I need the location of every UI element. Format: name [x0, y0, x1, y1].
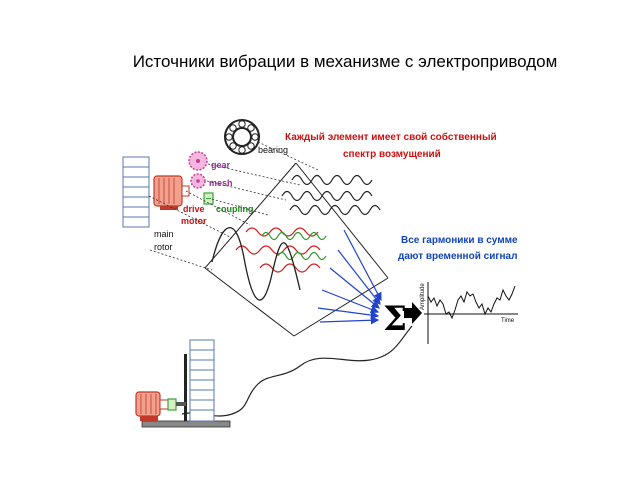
spectrum-note-line2: спектр возмущений: [343, 149, 441, 160]
time-signal-line: [427, 285, 516, 320]
sum-note-line2: дают временной сигнал: [398, 251, 517, 262]
sum-note-line1: Все гармоники в сумме: [401, 235, 518, 246]
bearing-wave-3: [289, 204, 381, 216]
slide-title: Источники вибрации в механизме с электро…: [132, 52, 558, 71]
motor-label: motor: [181, 216, 207, 226]
spectrum-plane: [204, 162, 389, 337]
bearing-icon: [224, 119, 260, 155]
main-rotor-icon: [122, 156, 150, 228]
mesh-label: mesh: [209, 178, 233, 188]
red-wave-2: [235, 245, 321, 255]
sensor-cable: [181, 325, 413, 417]
bearing-wave: [291, 174, 373, 186]
gear-icon: [188, 151, 208, 189]
sum-arrow-icon: [404, 302, 422, 324]
main-label: main: [154, 229, 174, 239]
bearing-label: bearing: [258, 145, 288, 155]
projection-lines: [148, 141, 319, 271]
green-wave-2: [277, 251, 327, 261]
rotor-wave: [211, 227, 301, 301]
amplitude-axis-label: Amplitude: [420, 283, 426, 310]
spectrum-note-line1: Каждый элемент имеет свой собственный: [285, 131, 497, 143]
time-signal-plot: Amplitude Time: [420, 282, 518, 344]
time-axis-label: Time: [501, 318, 515, 324]
rotor-label: rotor: [154, 242, 173, 252]
green-wave-1: [261, 231, 327, 241]
sum-symbol: Σ: [383, 299, 407, 339]
red-wave-3: [259, 263, 321, 273]
gear-label: gear: [211, 160, 231, 170]
spectrum-arrows: [317, 229, 382, 325]
coupling-icon: [203, 192, 214, 205]
mechanism-assembly: [135, 339, 231, 428]
bearing-wave-2: [281, 190, 373, 202]
drive-label: drive: [183, 204, 205, 214]
coupling-label: coupling: [216, 204, 254, 214]
